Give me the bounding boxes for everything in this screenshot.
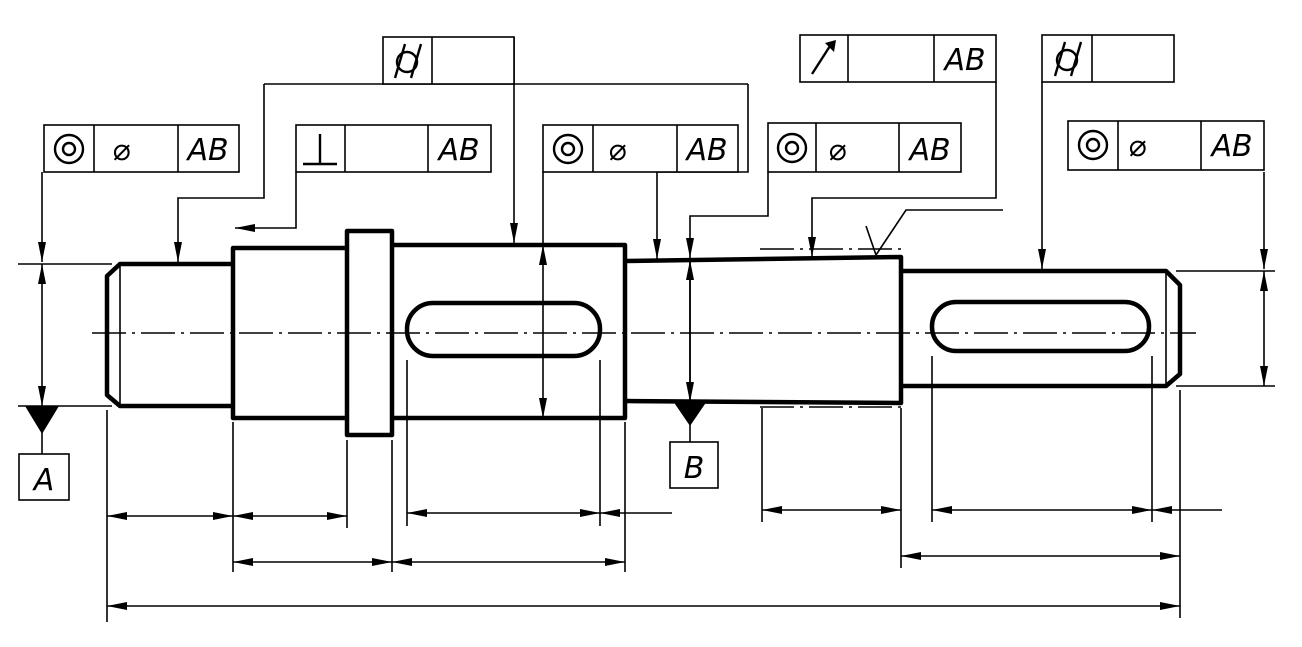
keyway-left [404, 300, 603, 359]
fcf-concentricity-3: ⌀ AB [767, 122, 962, 173]
cylindricity-icon [393, 43, 423, 79]
perpendicularity-icon [303, 134, 337, 166]
fcf-cylindricity-1 [382, 36, 515, 85]
right-shaft-end [901, 268, 1183, 389]
cylindricity-icon [1053, 41, 1083, 77]
leader-lines [38, 37, 1268, 401]
datum-a-box [18, 453, 70, 501]
fcf-1-tolerance: ⌀ [112, 133, 130, 168]
fcf-6-datums: AB [907, 133, 950, 168]
fcf-runout: AB [799, 34, 997, 83]
datum-b-triangle [673, 401, 707, 426]
shaft-outline [104, 228, 1183, 438]
circular-runout-icon [810, 40, 836, 75]
datum-b-label: B [684, 451, 705, 486]
fcf-perpendicularity: AB [295, 124, 492, 173]
keyway-section-1 [392, 242, 628, 421]
fcf-8-datums: AB [1209, 129, 1252, 164]
fcf-concentricity-2: ⌀ AB [542, 124, 739, 173]
fcf-2-datums: AB [436, 133, 479, 168]
concentricity-icon [776, 132, 808, 164]
datum-a: A [18, 406, 70, 501]
datum-a-triangle [25, 406, 59, 434]
datum-a-label: A [32, 463, 55, 498]
fcf-cylindricity-2 [1041, 34, 1175, 83]
fcf-6-tolerance: ⌀ [828, 133, 846, 168]
dimension-lines [38, 245, 1268, 610]
fcf-5-datums: AB [942, 43, 985, 78]
keyway-right [929, 299, 1152, 354]
extension-lines [18, 263, 1275, 622]
fcf-concentricity-4: ⌀ AB [1067, 120, 1265, 171]
fcf-1-datums: AB [185, 133, 228, 168]
concentricity-icon [53, 133, 85, 165]
fcf-4-datums: AB [684, 133, 727, 168]
middle-journal [624, 254, 904, 406]
concentricity-icon [552, 133, 584, 165]
datum-b-box [669, 441, 719, 489]
fcf-8-tolerance: ⌀ [1128, 129, 1146, 164]
concentricity-icon [1077, 129, 1109, 161]
fcf-concentricity-1: ⌀ AB [43, 124, 240, 173]
fcf-4-tolerance: ⌀ [608, 133, 626, 168]
left-journal [104, 261, 233, 409]
datum-b: B [669, 401, 719, 489]
